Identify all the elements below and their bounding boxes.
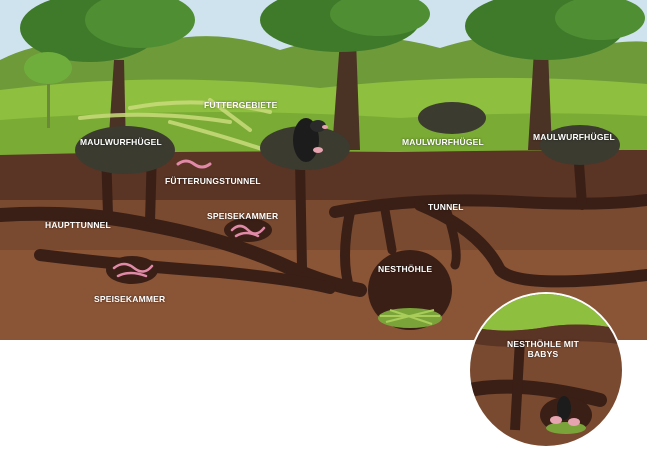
mound-left — [75, 126, 175, 174]
tree-right — [465, 0, 645, 150]
label-tunnel: TUNNEL — [428, 202, 464, 212]
label-maulwurfhuegel-right: MAULWURFHÜGEL — [533, 132, 615, 142]
pantry-middle — [224, 218, 272, 242]
label-maulwurfhuegel-left: MAULWURFHÜGEL — [80, 137, 162, 147]
sapling — [24, 52, 72, 128]
pantry-left — [106, 256, 158, 284]
label-fuetterungstunnel: FÜTTERUNGSTUNNEL — [165, 176, 261, 186]
feeding-area-roots — [78, 98, 272, 152]
label-speisekammer-mid: SPEISEKAMMER — [207, 211, 279, 221]
nest-chamber — [368, 250, 452, 330]
mound-right — [540, 125, 620, 165]
worm-feeding — [176, 159, 212, 169]
tree-left — [20, 0, 195, 150]
label-nesthoehle: NESTHÖHLE — [378, 264, 433, 274]
tunnel-network — [0, 145, 647, 297]
mound-middle — [418, 102, 486, 134]
label-speisekammer-left: SPEISEKAMMER — [94, 294, 166, 304]
label-maulwurfhuegel-mid: MAULWURFHÜGEL — [402, 137, 484, 147]
label-futtergebiete: FUTTERGEBIETE — [204, 100, 278, 110]
label-nesthoehle-babys: NESTHÖHLE MIT BABYS — [506, 339, 579, 359]
mole — [293, 118, 328, 162]
label-haupttunnel: HAUPTTUNNEL — [45, 220, 111, 230]
tree-middle — [260, 0, 430, 150]
